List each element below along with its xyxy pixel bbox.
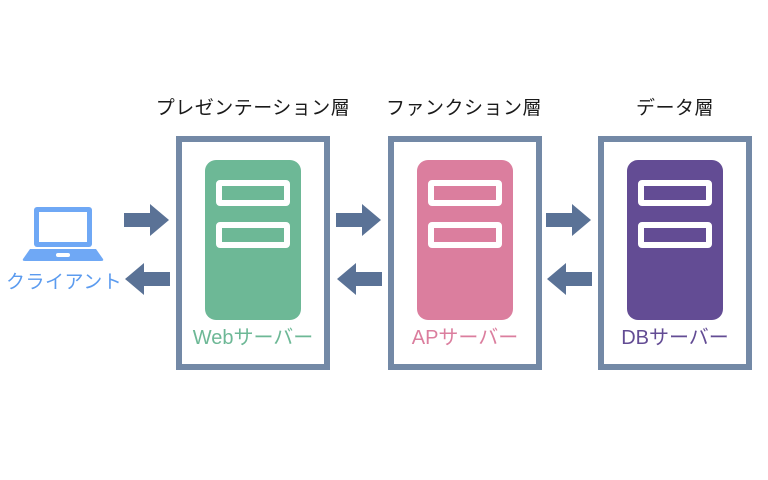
server-slot [428, 180, 502, 206]
arrow-left-icon-db-to-ap [546, 262, 592, 296]
server-slot [428, 222, 502, 248]
tier-box-inner [394, 142, 536, 364]
server-rack-icon-db [627, 160, 723, 320]
client-node: クライアント [6, 203, 123, 293]
server-slot [638, 222, 712, 248]
server-name-ap: APサーバー [411, 327, 519, 349]
client-label: クライアント [6, 272, 123, 293]
laptop-icon [22, 207, 104, 261]
tier-box-presentation: Webサーバー [176, 136, 330, 370]
tier-box-function: APサーバー [388, 136, 542, 370]
tier-label-presentation: プレゼンテーション層 [155, 98, 351, 119]
tier-label-function: ファンクション層 [385, 98, 542, 119]
server-name-db: DBサーバー [621, 327, 729, 349]
server-slot [216, 180, 290, 206]
arrow-right-icon-web-to-ap [336, 203, 382, 237]
arrow-right-icon-client-to-web [124, 203, 170, 237]
server-slot [638, 180, 712, 206]
server-name-web: Webサーバー [192, 327, 314, 349]
server-slot [216, 222, 290, 248]
tier-box-data: DBサーバー [598, 136, 752, 370]
tier-box-inner [604, 142, 746, 364]
server-rack-icon-web [205, 160, 301, 320]
server-rack-icon-ap [417, 160, 513, 320]
tier-label-data: データ層 [635, 98, 714, 119]
arrow-left-icon-ap-to-web [336, 262, 382, 296]
tier-box-inner [182, 142, 324, 364]
arrow-right-icon-ap-to-db [546, 203, 592, 237]
arrow-left-icon-web-to-client [124, 262, 170, 296]
